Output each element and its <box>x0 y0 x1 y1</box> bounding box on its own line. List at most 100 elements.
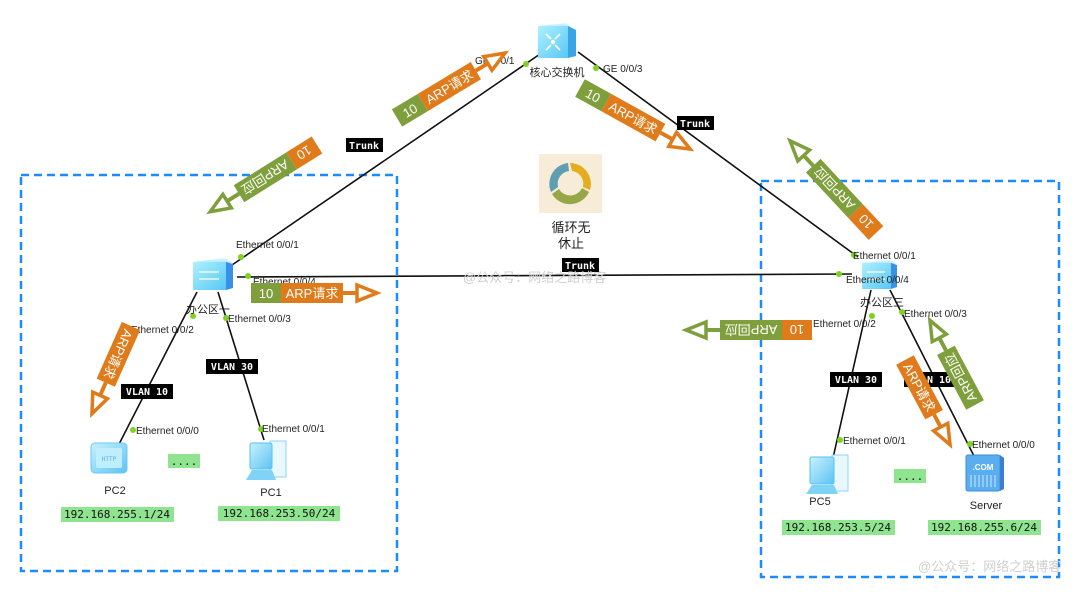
arrow-shaft <box>474 61 489 73</box>
server-icon[interactable]: .COM <box>965 454 1004 492</box>
port-label-sw3-e001: Ethernet 0/0/1 <box>853 251 916 262</box>
arp-label-box-text: ARP回应 <box>811 164 858 213</box>
arp-label-box <box>720 320 782 340</box>
arp-label-box-text: ARP回应 <box>725 322 778 337</box>
arrow-head-icon <box>786 137 813 164</box>
arrow-head-icon <box>930 420 953 449</box>
port-dot <box>593 65 599 71</box>
port-label-sw1-e002: Ethernet 0/0/2 <box>131 325 194 336</box>
port-dot <box>836 271 842 277</box>
vlan-box-text: 10 <box>400 101 420 121</box>
svg-text:VLAN 30: VLAN 30 <box>835 375 877 386</box>
arp-label-box <box>417 62 482 112</box>
svg-text:....: .... <box>171 455 198 468</box>
arrow-shaft <box>932 413 943 429</box>
port-dot <box>967 441 973 447</box>
arp-label-box <box>281 283 343 303</box>
port-label-sw3-e004: Ethernet 0/0/4 <box>846 275 909 286</box>
loop-cycle-icon <box>539 154 602 213</box>
vlan-box-text: 10 <box>259 286 273 301</box>
arp-label-box <box>937 345 984 410</box>
link-sw1-pc2 <box>115 291 198 451</box>
link-tag-sw1-pc1: VLAN 30 <box>206 359 258 374</box>
arrow-head-icon <box>355 282 382 304</box>
port-dot <box>130 427 136 433</box>
pc-icon-pc1[interactable] <box>246 440 287 480</box>
ip-badge-pc2: 192.168.255.1/24 <box>61 507 174 522</box>
port-label-sw1-e004: Ethernet 0/0/4 <box>253 277 316 288</box>
access-switch-icon-office3[interactable] <box>862 260 897 289</box>
arp-label-box <box>233 152 297 203</box>
vlan-box-text: 10 <box>294 142 314 162</box>
port-dot <box>258 426 264 432</box>
device-label-sw3: 办公区三 <box>860 296 904 309</box>
device-label-pc5: PC5 <box>809 496 830 508</box>
svg-text:VLAN 10: VLAN 10 <box>909 375 951 386</box>
arrow-head-icon <box>666 129 695 152</box>
link-core-sw1 <box>231 51 544 266</box>
vlan-box <box>848 204 884 240</box>
loop-text-line1: 循环无 <box>551 220 590 235</box>
arp-label-box <box>896 355 943 420</box>
arrow-shaft <box>226 192 241 203</box>
port-dot <box>523 61 529 67</box>
link-tag-sw1-pc2: VLAN 10 <box>121 384 173 399</box>
svg-text:VLAN 30: VLAN 30 <box>211 362 253 373</box>
arrow-shaft <box>659 130 674 142</box>
link-tag-core-sw3: Trunk <box>677 116 714 130</box>
link-tag-sw1-sw3: Trunk <box>562 258 599 272</box>
zone-box-office1 <box>19 173 399 573</box>
port-label-sw3-e003: Ethernet 0/0/3 <box>904 309 967 320</box>
device-label-pc1: PC1 <box>260 487 281 499</box>
port-label-pc1: Ethernet 0/0/1 <box>262 424 325 435</box>
pc-icon-pc5[interactable] <box>806 454 849 494</box>
link-tag-sw3-pc5: VLAN 30 <box>830 372 882 387</box>
port-label-server: Ethernet 0/0/0 <box>972 440 1035 451</box>
watermark-center: @公众号：网络之路博客 <box>463 270 606 285</box>
http-screen-text: HTTP <box>102 456 117 463</box>
svg-text:Trunk: Trunk <box>565 261 595 272</box>
arrow-shaft <box>98 381 108 397</box>
http-client-icon[interactable]: HTTP <box>90 442 128 474</box>
port-dot <box>837 437 843 443</box>
vlan-box <box>575 79 612 112</box>
core-switch-icon[interactable] <box>538 23 576 58</box>
arrow-head-icon <box>90 389 111 419</box>
arp-label-box <box>96 321 141 387</box>
port-dot <box>899 309 905 315</box>
vlan-box-text: 10 <box>790 322 804 337</box>
port-label-pc2: Ethernet 0/0/0 <box>136 426 199 437</box>
ip-badge-pc1: 192.168.253.50/24 <box>218 506 340 521</box>
vlan-box-text: 10 <box>583 86 603 106</box>
access-switch-icon-office1[interactable] <box>193 258 233 290</box>
arrow-head-icon <box>927 316 950 345</box>
svg-text:Trunk: Trunk <box>349 141 379 152</box>
port-label-pc5: Ethernet 0/0/1 <box>843 436 906 447</box>
svg-text:VLAN 10: VLAN 10 <box>126 387 168 398</box>
link-sw1-sw3 <box>236 273 853 278</box>
port-label-sw1-e001: Ethernet 0/0/1 <box>236 240 299 251</box>
arp-arrow-req-sw1-pc2: ARP请求 <box>90 321 141 419</box>
port-label-sw3-e002: Ethernet 0/0/2 <box>813 319 876 330</box>
loop-text-line2: 休止 <box>558 236 584 251</box>
svg-text:Trunk: Trunk <box>680 119 710 130</box>
svg-text:192.168.253.5/24: 192.168.253.5/24 <box>785 521 891 534</box>
svg-text:....: .... <box>897 470 924 483</box>
port-label-sw1-e003: Ethernet 0/0/3 <box>228 314 291 325</box>
port-dot <box>238 254 244 260</box>
port-label-core-ge003: GE 0/0/3 <box>603 64 643 75</box>
server-screen-text: .COM <box>973 463 994 472</box>
device-label-core: 核心交换机 <box>530 65 585 79</box>
zone-box-office3 <box>759 179 1061 579</box>
arrow-head-icon <box>206 191 235 215</box>
device-label-pc2: PC2 <box>104 485 125 497</box>
port-dot <box>190 313 196 319</box>
more-devices-right: .... <box>894 469 926 483</box>
svg-text:192.168.255.6/24: 192.168.255.6/24 <box>931 521 1037 534</box>
device-label-sw1: 办公区一 <box>186 303 230 316</box>
